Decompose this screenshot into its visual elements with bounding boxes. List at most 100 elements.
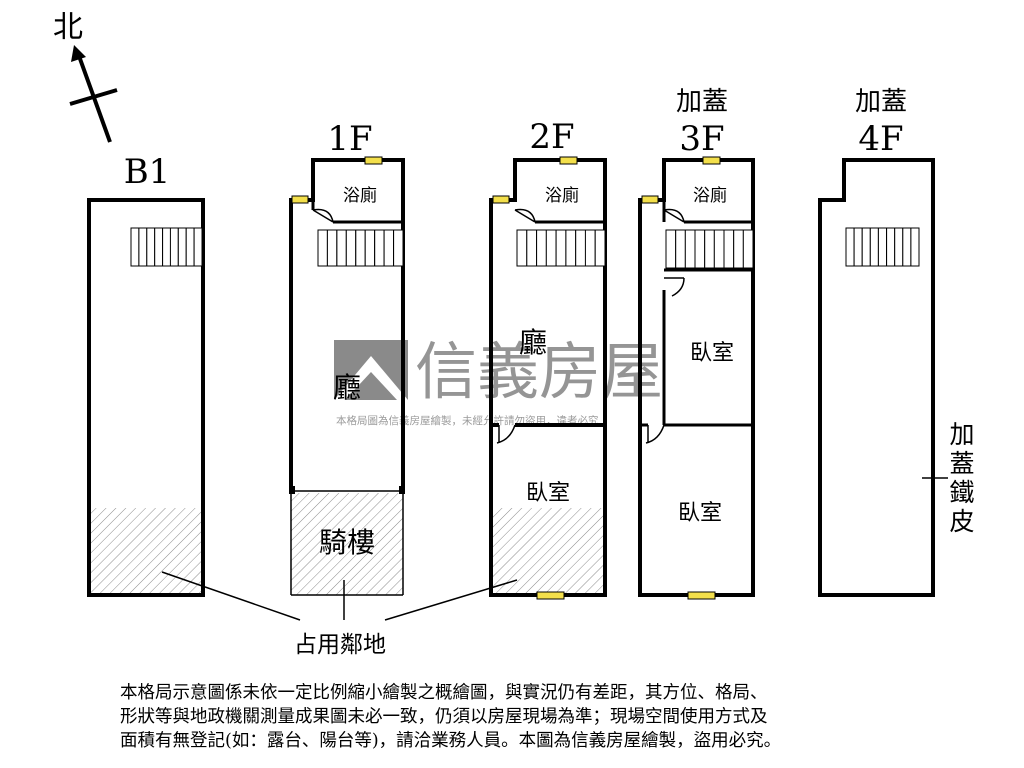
stair-tread [910, 227, 920, 267]
stair-tread [185, 227, 195, 267]
occupied-land-label: 占用鄰地 [294, 632, 386, 658]
room-bath-3f: 浴廁 [693, 185, 727, 206]
stair-tread [138, 227, 148, 267]
stairs-1f [317, 229, 404, 267]
occupied-land-annotation: 占用鄰地 [161, 571, 518, 658]
stair-tread [723, 229, 735, 269]
stair-tread [345, 229, 357, 267]
stair-tread [146, 227, 156, 267]
stair-tread [555, 229, 567, 267]
stair-tread [594, 229, 606, 267]
window-2f-top [559, 156, 578, 165]
window-2f-side [492, 195, 510, 204]
stair-tread [336, 229, 347, 267]
stair-tread [545, 229, 557, 267]
iron-sheet-char-1: 加 [949, 420, 974, 449]
stair-tread [713, 229, 725, 269]
stair-tread [894, 227, 904, 267]
hatched-area-2f [491, 508, 605, 595]
floor-label-4f: 4F [858, 119, 903, 159]
stair-tread [154, 227, 164, 267]
room-hall-2f: 廳 [519, 326, 547, 359]
stair-tread [393, 229, 404, 267]
watermark-logo [334, 340, 408, 400]
floor-label-2f: 2F [529, 117, 574, 157]
window-3f-top [702, 156, 721, 165]
stairs-4f [845, 227, 920, 267]
compass-north-label: 北 [53, 10, 83, 45]
window-2f-bottom [536, 591, 565, 600]
stair-tread [694, 229, 706, 269]
stair-tread [565, 229, 577, 267]
disclaimer-line-1: 本格局示意圖係未依一定比例縮小繪製之概繪圖，與實況仍有差距，其方位、格局、 [120, 683, 768, 703]
window-3f-side [641, 195, 659, 204]
room-bath-1f: 浴廁 [343, 185, 377, 206]
stair-tread [886, 227, 896, 267]
stair-tread [355, 229, 366, 267]
stair-tread [526, 229, 538, 267]
stair-tread [162, 227, 172, 267]
floor-plan-4f: 加 蓋 鐵 皮 [818, 158, 975, 597]
stair-tread [536, 229, 547, 267]
floor-plan-3f: 浴廁 臥室 臥室 [638, 156, 755, 600]
stair-tread [665, 229, 677, 269]
floor-plan-1f: 浴廁 廳 騎樓 [289, 156, 405, 596]
outline-b1 [87, 198, 205, 597]
outline-4f [818, 158, 935, 597]
window-1f-side [291, 195, 309, 204]
stair-tread [383, 229, 395, 267]
floor-prefix-4f: 加蓋 [855, 87, 907, 117]
stair-tread [853, 227, 863, 267]
stair-tread [317, 229, 328, 267]
room-arcade-1f: 騎樓 [319, 526, 375, 559]
stair-tread [193, 227, 203, 267]
outline-2f [489, 158, 607, 597]
floor-plan-b1 [87, 198, 205, 597]
stair-tread [516, 229, 528, 267]
watermark: 信義房屋 本格局圖為信義房屋繪製，未經允許請勿盜用，違者必究 [334, 335, 663, 427]
stairs-b1 [130, 227, 203, 267]
stair-tread [861, 227, 871, 267]
stair-tread [326, 229, 338, 267]
stair-tread [845, 227, 855, 267]
floor-label-1f: 1F [327, 119, 372, 159]
room-bedroom-3f-lower: 臥室 [678, 501, 722, 526]
stair-tread [364, 229, 376, 267]
stair-tread [733, 229, 744, 269]
stair-tread [374, 229, 385, 267]
window-1f-top [364, 156, 383, 165]
north-compass: 北 [53, 10, 118, 143]
stair-tread [869, 227, 879, 267]
hatched-area-b1 [90, 508, 203, 595]
floor-plan-diagram: 信義房屋 本格局圖為信義房屋繪製，未經允許請勿盜用，違者必究 北 B1 1F 2… [53, 10, 975, 658]
stair-tread [169, 227, 179, 267]
disclaimer-line-3: 面積有無登記(如：露台、陽台等)，請洽業務人員。本圖為信義房屋繪製，盜用必究。 [120, 731, 782, 751]
room-bedroom-2f: 臥室 [526, 481, 570, 506]
disclaimer-line-2: 形狀等與地政機關測量成果圖未必一致，仍須以房屋現場為準；現場空間使用方式及 [120, 707, 768, 727]
stair-tread [902, 227, 912, 267]
stairs-3f [665, 229, 754, 269]
floor-label-3f: 3F [679, 119, 724, 159]
room-hall-1f: 廳 [333, 371, 361, 404]
floor-labels: B1 1F 2F 加蓋 3F 加蓋 4F [124, 87, 907, 192]
stairs-2f [516, 229, 606, 267]
room-bedroom-3f-upper: 臥室 [690, 341, 734, 366]
stair-tread [575, 229, 587, 267]
iron-sheet-char-3: 鐵 [949, 478, 974, 507]
arcade-hatch-1f [291, 493, 403, 595]
disclaimer-text: 本格局示意圖係未依一定比例縮小繪製之概繪圖，與實況仍有差距，其方位、格局、 形狀… [120, 681, 940, 753]
stair-tread [130, 227, 140, 267]
stair-tread [877, 227, 888, 267]
stair-tread [684, 229, 696, 269]
floor-plan-2f: 浴廁 廳 臥室 [489, 156, 607, 600]
window-3f-bottom [687, 591, 716, 600]
floor-label-b1: B1 [124, 152, 171, 192]
stair-tread [675, 229, 686, 269]
floor-prefix-3f: 加蓋 [676, 87, 728, 117]
stair-tread [704, 229, 715, 269]
iron-sheet-char-2: 蓋 [949, 449, 974, 478]
stair-tread [584, 229, 596, 267]
iron-sheet-char-4: 皮 [949, 507, 974, 536]
outline-1f [289, 158, 405, 493]
watermark-brand: 信義房屋 [415, 335, 663, 408]
